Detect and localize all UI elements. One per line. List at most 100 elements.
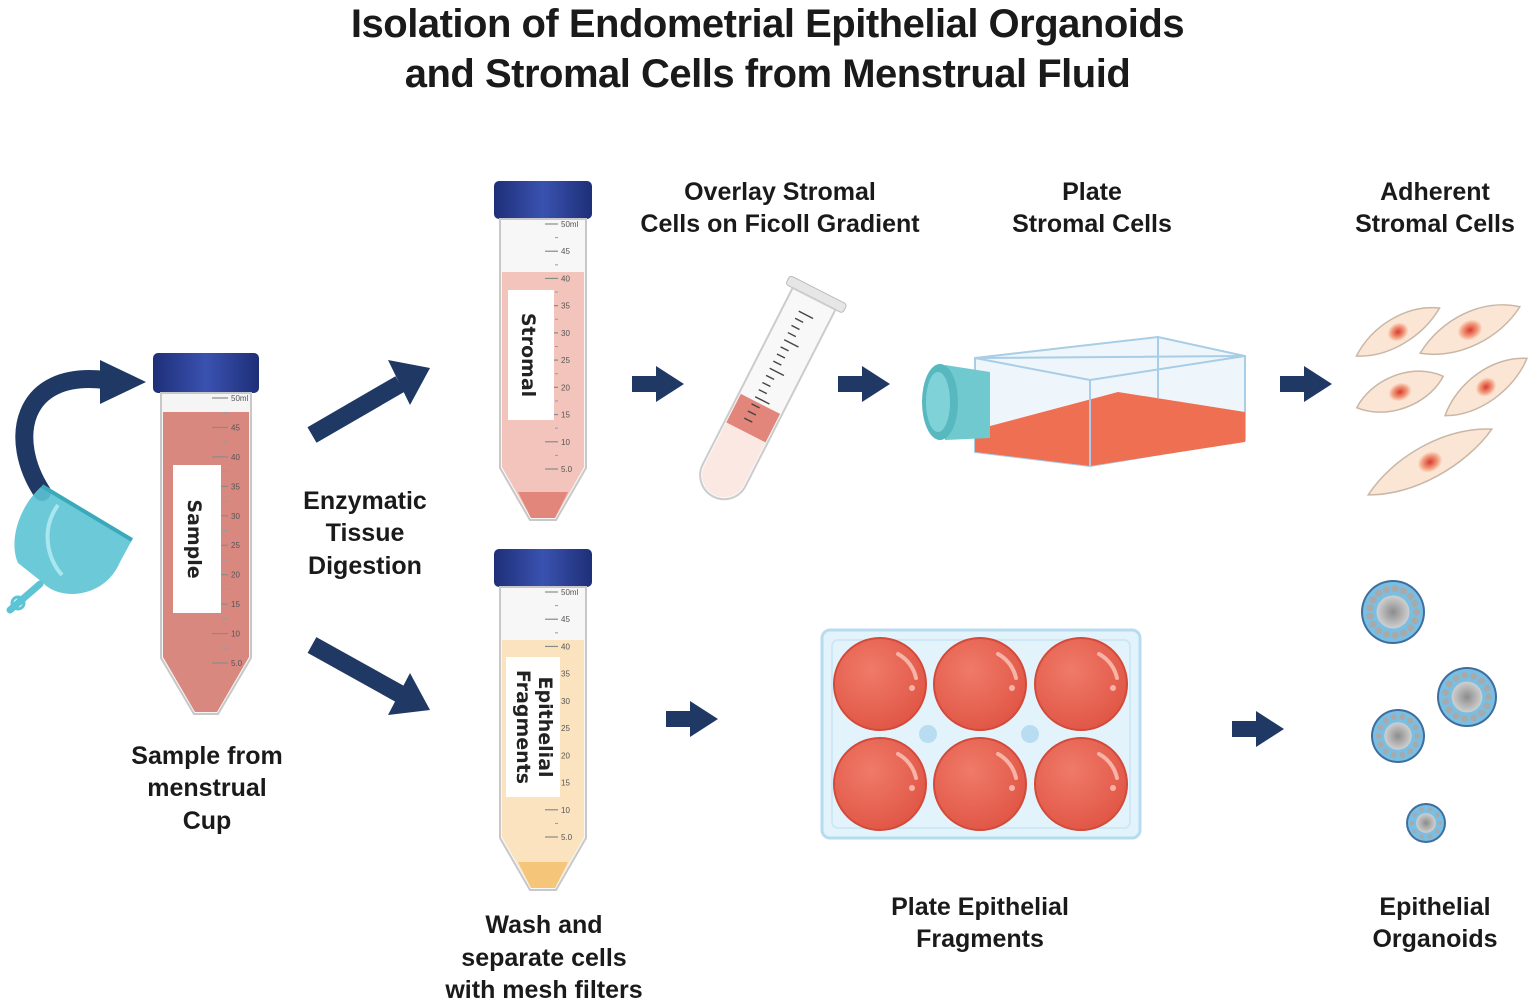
well-highlight-dot [909, 685, 915, 691]
plate-well [1034, 637, 1128, 731]
arrow-to-ficoll [632, 366, 684, 402]
organoid-nucleus [1399, 752, 1406, 758]
label-sample-from: Sample from [131, 742, 283, 770]
organoid-nucleus [1383, 630, 1391, 639]
organoid-nucleus [1399, 714, 1406, 720]
well-highlight-dot [1110, 685, 1116, 691]
organoid-nucleus [1375, 627, 1383, 635]
organoid-nucleus [1445, 680, 1453, 688]
tube-tick-label: 25 [561, 356, 570, 365]
organoid-nucleus [1383, 585, 1391, 594]
tube-tick-label: 40 [231, 453, 240, 462]
tube-tick-label: 35 [561, 302, 570, 311]
organoid-nucleus [1366, 604, 1374, 612]
well-highlight [896, 752, 918, 780]
epithelial-tube-label-1: Epithelial [534, 677, 556, 778]
label-plate-2: Stromal Cells [1012, 210, 1172, 238]
curved-arrow [15, 360, 146, 501]
label-plate-epi-2: Fragments [916, 925, 1044, 953]
ficoll-tube [699, 275, 847, 501]
organoid-nucleus [1407, 748, 1414, 755]
organoid-lumen [1416, 813, 1436, 833]
organoid-nucleus [1452, 674, 1460, 682]
tube-tick-label: 20 [561, 383, 570, 392]
ficoll-tick [798, 310, 814, 320]
organoid-nucleus [1470, 714, 1478, 722]
ficoll-tick [769, 367, 785, 377]
organoid-nucleus [1399, 587, 1407, 595]
tube-tick-label: 35 [231, 482, 240, 491]
label-wash-3: with mesh filters [445, 976, 643, 1000]
label-cup: Cup [182, 807, 232, 835]
organoid-nucleus [1375, 589, 1383, 597]
organoid-nucleus [1483, 684, 1491, 692]
arrow-up-branch [307, 360, 430, 443]
tube-tick-label: 30 [231, 512, 240, 521]
epithelial-tube-label-2: Fragments [512, 670, 534, 784]
organoid-nucleus [1445, 706, 1453, 714]
organoid-nucleus [1411, 616, 1419, 625]
label-digestion: Digestion [308, 552, 422, 580]
organoid-nucleus [1483, 702, 1491, 710]
organoid-nucleus [1390, 714, 1397, 720]
ficoll-tick [758, 388, 768, 395]
six-well-plate [820, 628, 1142, 840]
ficoll-tick [751, 403, 760, 409]
ficoll-tick [762, 381, 771, 388]
culture-flask [922, 335, 1246, 468]
organoid-nucleus [1412, 741, 1419, 748]
stromal-tube-label: Stromal [517, 313, 539, 397]
title-line-2: and Stromal Cells from Menstrual Fluid [404, 52, 1131, 96]
plate-well [933, 737, 1027, 831]
organoid-nucleus [1419, 834, 1424, 839]
organoid-nucleus [1485, 693, 1493, 701]
organoid-nucleus [1377, 724, 1384, 731]
organoid-nucleus [1461, 671, 1469, 679]
label-overlay-2: Cells on Ficoll Gradient [640, 210, 920, 238]
organoid-nucleus [1442, 698, 1449, 705]
ficoll-tick [783, 339, 799, 348]
organoid-nucleus [1369, 596, 1377, 604]
tube-tick-label: 25 [231, 541, 240, 550]
tube-tick-label: 5.0 [561, 833, 573, 842]
tube-tick-label: 15 [561, 411, 570, 420]
label-adherent-1: Adherent [1380, 178, 1490, 206]
organoid-nucleus [1375, 733, 1382, 739]
well-highlight [996, 752, 1018, 780]
tube-tick-label: 45 [231, 423, 240, 432]
well-highlight-dot [1009, 685, 1015, 691]
label-wash-1: Wash and [485, 911, 603, 939]
organoid-nucleus [1390, 752, 1397, 758]
ficoll-tick [791, 324, 800, 331]
organoid-nucleus [1411, 599, 1419, 608]
organoid-nucleus [1366, 612, 1374, 620]
title-line-1: Isolation of Endometrial Epithelial Orga… [350, 2, 1185, 46]
tube-tick-label: 45 [561, 247, 570, 256]
tube-tick-label: 5.0 [231, 659, 243, 668]
plate-well [833, 737, 927, 831]
tube-tick-label: 15 [561, 779, 570, 788]
label-epi-org-2: Organoids [1372, 925, 1498, 953]
tube-tick-label: 10 [561, 806, 570, 815]
label-adherent-2: Stromal Cells [1355, 210, 1515, 238]
tube-tick-label: 15 [231, 600, 240, 609]
organoid-nucleus [1442, 689, 1449, 696]
arrow-to-flask [838, 366, 890, 402]
organoid-nucleus [1470, 672, 1478, 680]
tube-tick-label: 25 [561, 724, 570, 733]
organoid-nucleus [1406, 592, 1414, 600]
organoid-nucleus [1407, 717, 1414, 724]
tube-tick-label: 50ml [561, 588, 579, 597]
label-plate-epi-1: Plate Epithelial [891, 893, 1069, 921]
organoid-nucleus [1391, 585, 1399, 593]
ficoll-tick [743, 417, 753, 423]
organoid-nucleus [1369, 620, 1377, 628]
plate-well [1034, 737, 1128, 831]
organoid-nucleus [1437, 820, 1443, 826]
plate-well [933, 637, 1027, 731]
organoid-nucleus [1461, 715, 1469, 723]
